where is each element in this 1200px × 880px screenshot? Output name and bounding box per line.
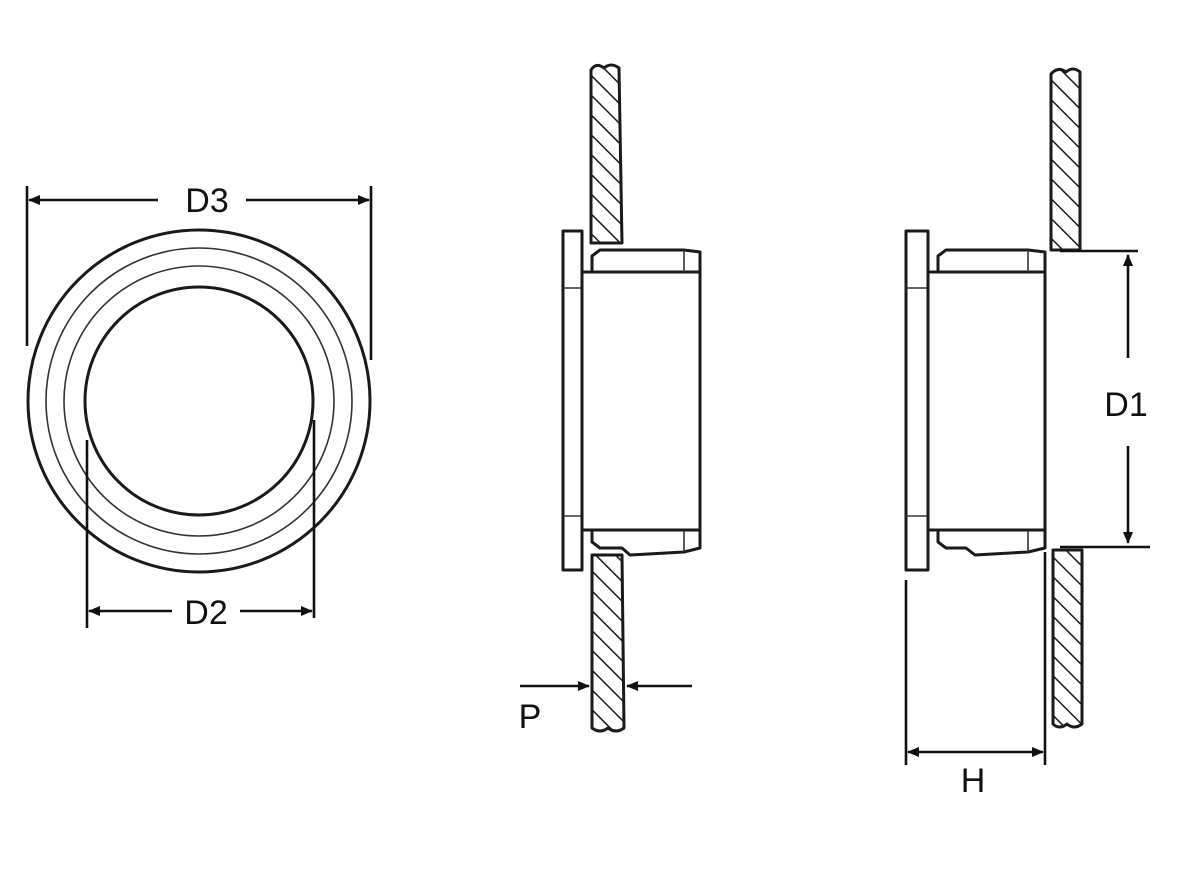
lower-latch <box>590 528 702 557</box>
wall-lower <box>590 553 626 733</box>
upper-latch-2 <box>936 248 1047 274</box>
ring-contour-2 <box>63 265 335 537</box>
d3-label: D3 <box>185 182 228 220</box>
inner-bore-edge <box>83 285 315 517</box>
outer-ring-edge <box>26 228 372 574</box>
lower-latch-2 <box>936 528 1047 557</box>
ring-contour-1 <box>45 247 353 555</box>
grommet-barrel-2 <box>926 270 1047 532</box>
front-view: D3 D2 <box>25 182 373 632</box>
side-view-dimensions: D1 H <box>904 67 1150 800</box>
side-view-installed: P <box>519 63 702 736</box>
wall-upper <box>589 63 624 245</box>
d2-label: D2 <box>184 594 227 632</box>
h-label: H <box>961 762 986 800</box>
p-label: P <box>519 698 542 736</box>
grommet-flange-2 <box>904 229 930 572</box>
wall-lower-2 <box>1051 548 1084 729</box>
grommet-flange <box>561 229 584 572</box>
d1-label: D1 <box>1104 386 1147 424</box>
grommet-barrel <box>580 270 702 532</box>
wall-upper-2 <box>1049 67 1082 252</box>
